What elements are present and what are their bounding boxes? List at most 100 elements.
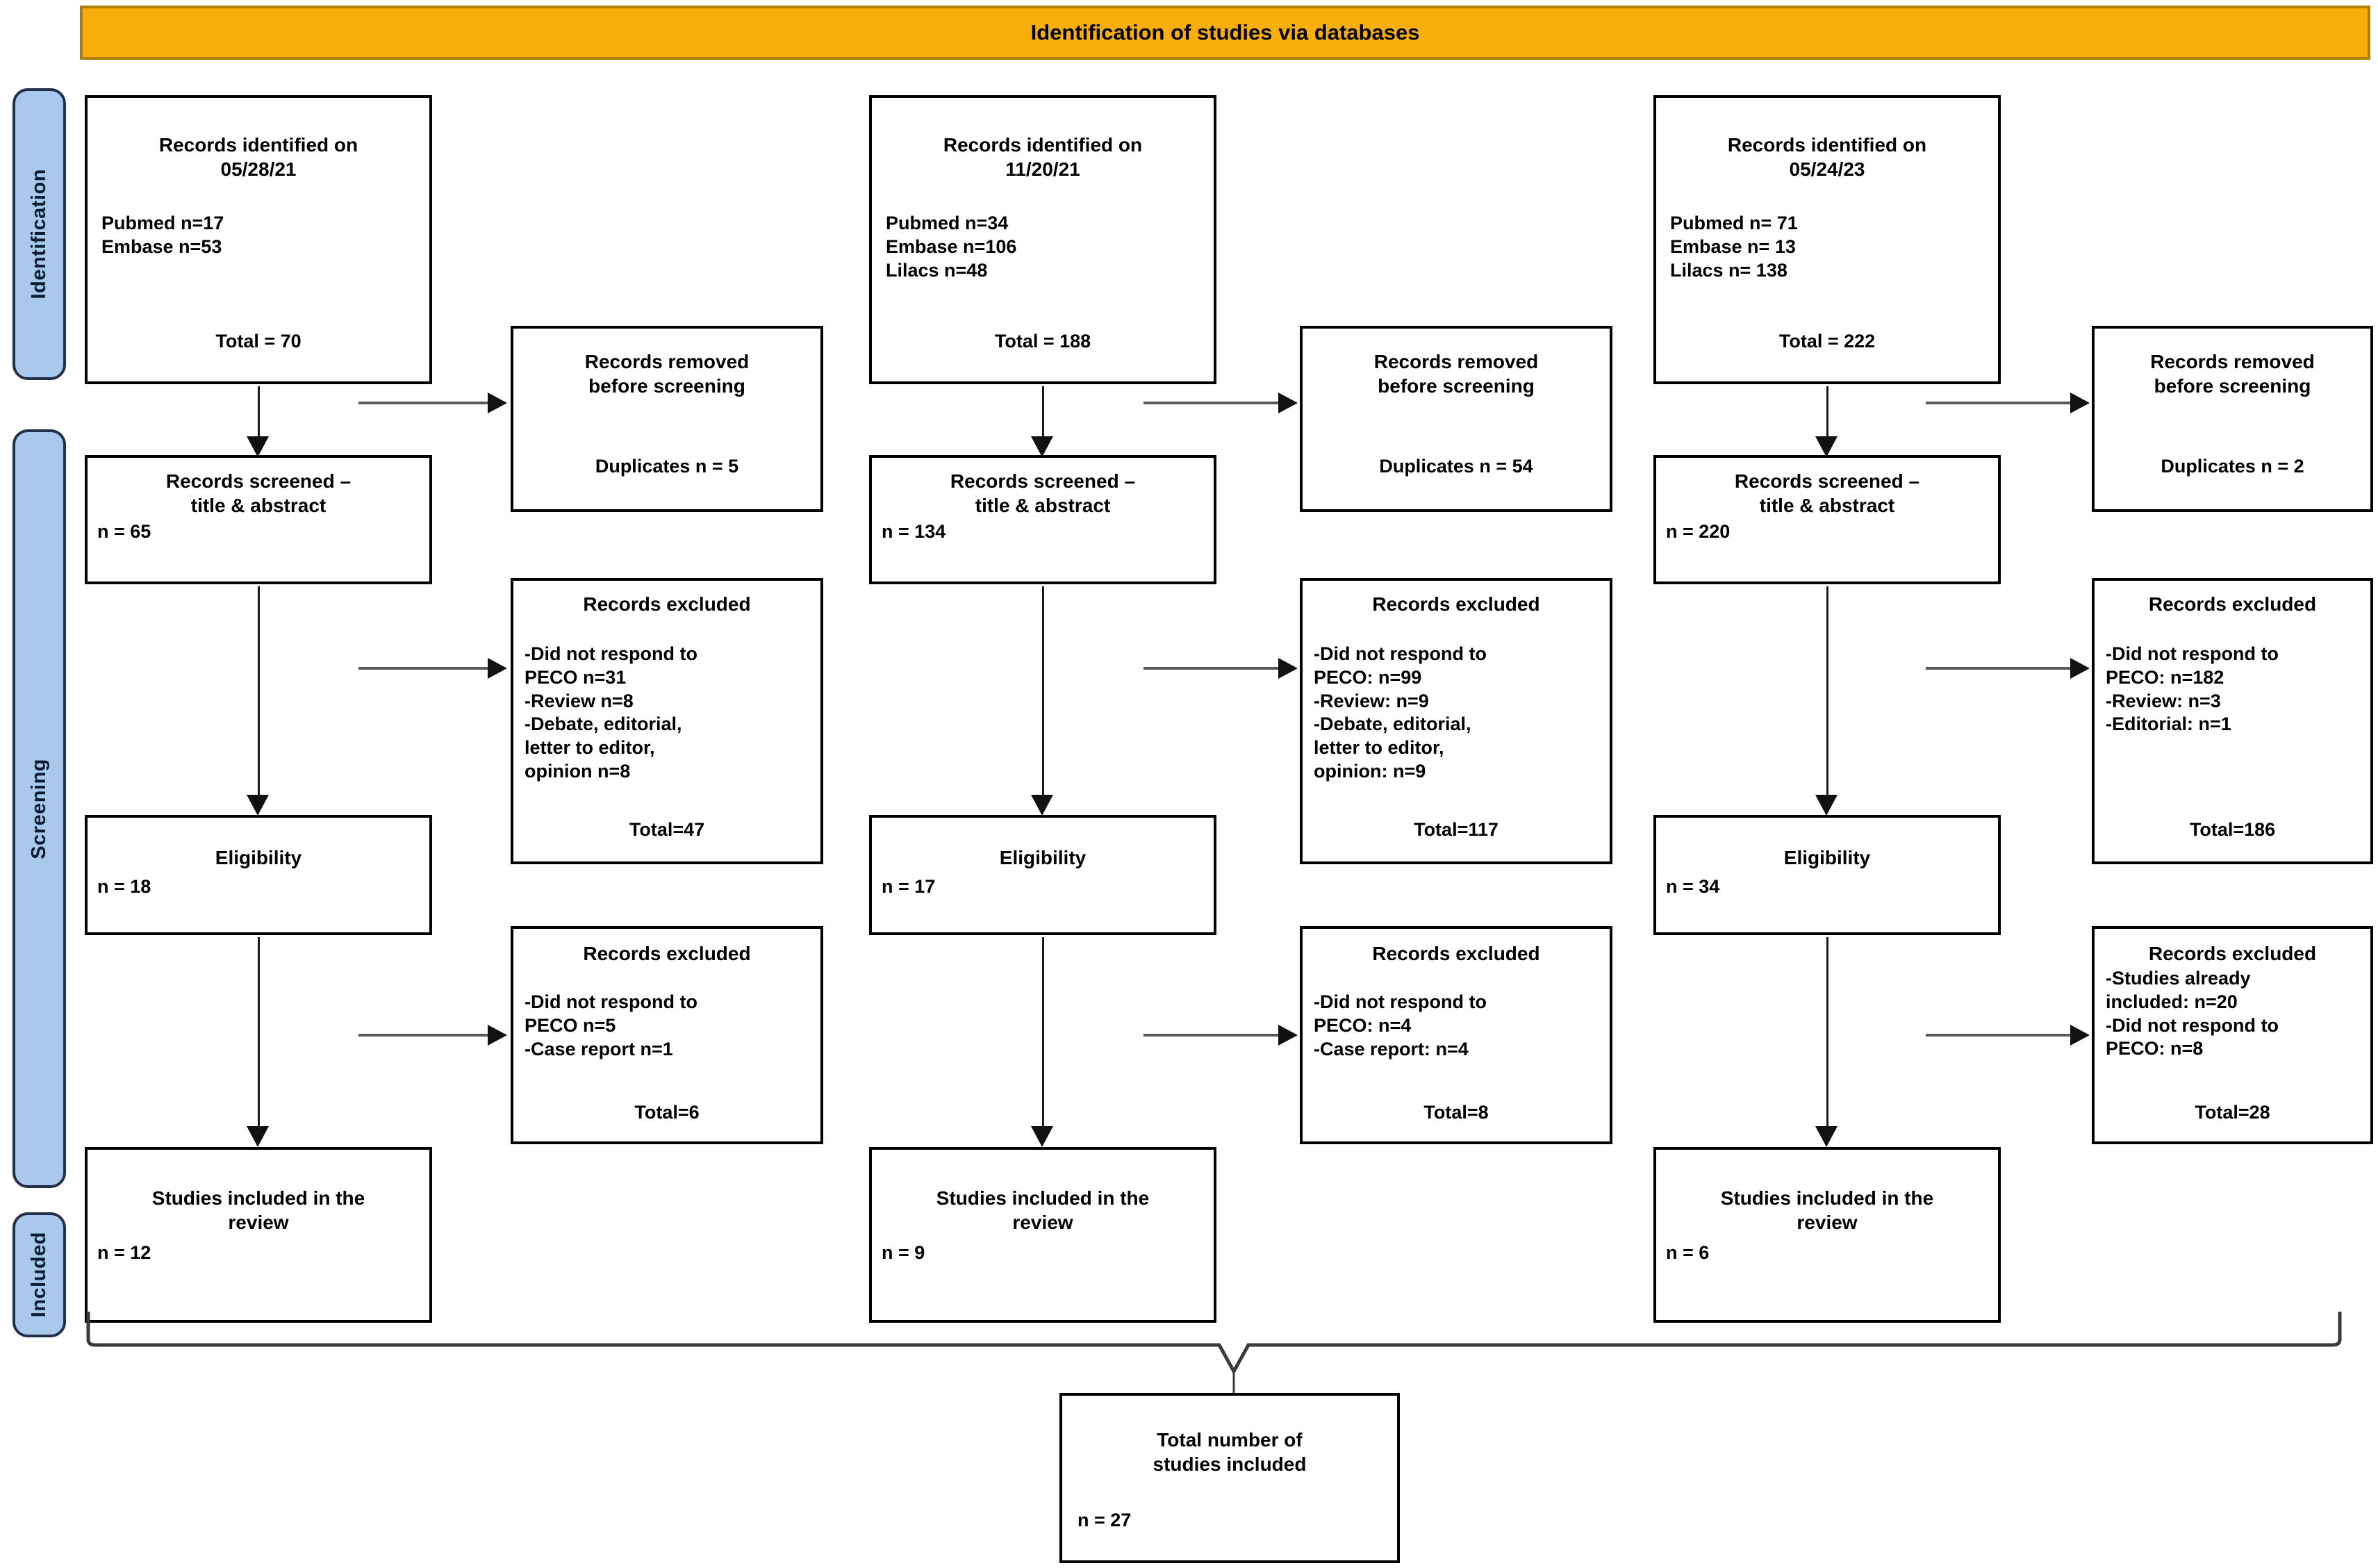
box-title: Studies included in the review bbox=[1720, 1187, 1934, 1233]
down-arrow-line bbox=[1826, 937, 1828, 1126]
box-identified-col2: Records identified on 11/20/21 Pubmed n=… bbox=[869, 95, 1216, 384]
box-included-col3: Studies included in the review n = 6 bbox=[1653, 1147, 2001, 1323]
box-count: n = 6 bbox=[1666, 1242, 1710, 1263]
box-total: Total = 188 bbox=[994, 331, 1091, 352]
box-excluded1-col3: Records excluded -Did not respond to PEC… bbox=[2092, 578, 2373, 864]
down-arrow-line bbox=[258, 937, 260, 1126]
stage-label-screening-text: Screening bbox=[28, 758, 50, 859]
down-arrow-head bbox=[247, 795, 269, 816]
box-count: n = 9 bbox=[882, 1242, 925, 1263]
down-arrow-line bbox=[258, 586, 260, 795]
right-arrow-line bbox=[1143, 667, 1278, 670]
box-excluded2-col1: Records excluded -Did not respond to PEC… bbox=[511, 926, 823, 1144]
stage-label-identification: Identification bbox=[13, 88, 66, 380]
right-arrow-head bbox=[488, 1025, 507, 1046]
box-screened-col3: Records screened – title & abstract n = … bbox=[1653, 455, 2001, 584]
down-arrow-head bbox=[1031, 795, 1053, 816]
right-arrow-head bbox=[488, 658, 507, 679]
box-title: Records excluded bbox=[1372, 943, 1540, 964]
down-arrow-line bbox=[1826, 386, 1828, 436]
box-count: n = 27 bbox=[1077, 1510, 1132, 1531]
box-title: Records excluded bbox=[583, 943, 751, 964]
box-sources: Pubmed n=34 Embase n=106 Lilacs n=48 bbox=[886, 213, 1017, 281]
down-arrow-head bbox=[1815, 1126, 1838, 1147]
box-reasons: -Did not respond to PECO: n=4 -Case repo… bbox=[1314, 991, 1487, 1059]
box-count: n = 134 bbox=[882, 521, 946, 542]
box-reasons: -Did not respond to PECO: n=99 -Review: … bbox=[1314, 643, 1487, 782]
right-arrow-line bbox=[358, 402, 488, 404]
box-removed-col1: Records removed before screening Duplica… bbox=[511, 326, 823, 512]
banner-label: Identification of studies via databases bbox=[1030, 20, 1420, 44]
box-title: Records excluded bbox=[583, 593, 751, 615]
box-total: Total=6 bbox=[634, 1102, 700, 1123]
box-identified-col1: Records identified on 05/28/21 Pubmed n=… bbox=[85, 95, 432, 384]
box-excluded2-col3: Records excluded -Studies already includ… bbox=[2092, 926, 2373, 1144]
box-detail: Duplicates n = 2 bbox=[2161, 456, 2304, 477]
box-reasons: -Did not respond to PECO: n=182 -Review:… bbox=[2106, 643, 2279, 735]
stage-label-identification-text: Identification bbox=[28, 169, 50, 299]
box-removed-col2: Records removed before screening Duplica… bbox=[1300, 326, 1612, 512]
box-title: Records excluded bbox=[2148, 943, 2317, 964]
box-excluded2-col2: Records excluded -Did not respond to PEC… bbox=[1300, 926, 1612, 1144]
box-excluded1-col1: Records excluded -Did not respond to PEC… bbox=[511, 578, 823, 864]
right-arrow-head bbox=[1278, 658, 1298, 679]
right-arrow-line bbox=[1143, 402, 1278, 404]
box-count: n = 12 bbox=[97, 1242, 151, 1263]
right-arrow-head bbox=[1278, 393, 1298, 413]
box-title: Eligibility bbox=[999, 847, 1087, 868]
down-arrow-head bbox=[1031, 1126, 1053, 1147]
box-count: n = 34 bbox=[1666, 876, 1720, 897]
down-arrow-head bbox=[247, 436, 269, 457]
right-arrow-line bbox=[1926, 667, 2070, 670]
box-title: Studies included in the review bbox=[936, 1187, 1150, 1233]
right-arrow-line bbox=[1926, 402, 2070, 404]
down-arrow-line bbox=[1042, 937, 1044, 1126]
box-total: Total=28 bbox=[2195, 1102, 2270, 1123]
down-arrow-line bbox=[1826, 586, 1828, 795]
box-title: Records removed before screening bbox=[1373, 351, 1539, 397]
box-identified-col3: Records identified on 05/24/23 Pubmed n=… bbox=[1653, 95, 2001, 384]
box-included-col1: Studies included in the review n = 12 bbox=[85, 1147, 432, 1323]
box-sources: Pubmed n=17 Embase n=53 bbox=[101, 213, 224, 257]
right-arrow-head bbox=[2070, 393, 2090, 413]
box-detail: Duplicates n = 54 bbox=[1379, 456, 1533, 477]
down-arrow-line bbox=[258, 386, 260, 436]
box-title: Records screened – title & abstract bbox=[1734, 470, 1920, 516]
down-arrow-head bbox=[247, 1126, 269, 1147]
box-eligibility-col1: Eligibility n = 18 bbox=[85, 815, 432, 935]
summary-brace bbox=[86, 1312, 2342, 1395]
right-arrow-line bbox=[358, 1034, 488, 1037]
right-arrow-head bbox=[2070, 658, 2090, 679]
box-total: Total = 222 bbox=[1778, 331, 1876, 352]
box-count: n = 18 bbox=[97, 876, 151, 897]
down-arrow-line bbox=[1042, 586, 1044, 795]
stage-label-included: Included bbox=[13, 1212, 66, 1337]
box-total-included: Total number of studies included n = 27 bbox=[1059, 1393, 1400, 1563]
box-eligibility-col3: Eligibility n = 34 bbox=[1653, 815, 2001, 935]
box-removed-col3: Records removed before screening Duplica… bbox=[2092, 326, 2373, 512]
box-title: Records removed before screening bbox=[2150, 351, 2315, 397]
box-title: Records identified on 05/28/21 bbox=[158, 134, 358, 180]
box-title: Records screened – title & abstract bbox=[950, 470, 1136, 516]
right-arrow-head bbox=[2070, 1025, 2090, 1046]
box-title: Total number of studies included bbox=[1153, 1429, 1307, 1475]
right-arrow-head bbox=[488, 393, 507, 413]
down-arrow-line bbox=[1042, 386, 1044, 436]
box-count: n = 65 bbox=[97, 521, 151, 542]
down-arrow-head bbox=[1815, 795, 1838, 816]
box-total: Total=186 bbox=[2189, 819, 2276, 841]
stage-label-included-text: Included bbox=[28, 1232, 50, 1318]
right-arrow-line bbox=[358, 667, 488, 670]
box-total: Total=117 bbox=[1414, 819, 1498, 841]
box-title: Records identified on 11/20/21 bbox=[943, 134, 1143, 180]
box-count: n = 17 bbox=[882, 876, 936, 897]
stage-label-screening: Screening bbox=[13, 429, 66, 1188]
box-title: Studies included in the review bbox=[151, 1187, 365, 1233]
box-title: Records identified on 05/24/23 bbox=[1727, 134, 1927, 180]
box-screened-col2: Records screened – title & abstract n = … bbox=[869, 455, 1216, 584]
box-excluded1-col2: Records excluded -Did not respond to PEC… bbox=[1300, 578, 1612, 864]
box-detail: Duplicates n = 5 bbox=[595, 456, 739, 477]
box-count: n = 220 bbox=[1666, 521, 1731, 542]
box-total: Total=47 bbox=[629, 819, 705, 841]
